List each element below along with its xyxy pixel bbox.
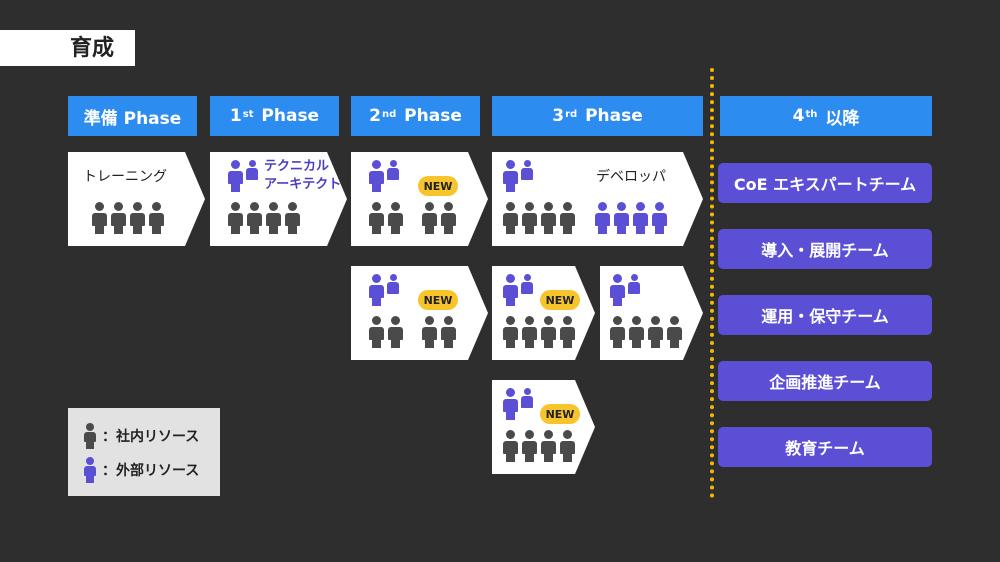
external-person-icon bbox=[369, 274, 384, 306]
new-badge: NEW bbox=[540, 404, 580, 424]
team-education: 教育チーム bbox=[718, 427, 932, 467]
external-person-icon bbox=[387, 160, 399, 180]
phase-header-prep: 準備 Phase bbox=[68, 96, 197, 136]
external-person-icon bbox=[521, 388, 533, 408]
phase-3-suffix: rd bbox=[565, 108, 578, 120]
phase-2-number: 2 bbox=[369, 106, 381, 126]
card-phase2-row1: NEW bbox=[351, 152, 488, 246]
external-person-icon bbox=[387, 274, 399, 294]
legend-external: ：外部リソース bbox=[84, 456, 199, 484]
legend: ：社内リソース ：外部リソース bbox=[68, 408, 220, 496]
internal-person-icon bbox=[522, 430, 537, 462]
phase-header-prep-label: 準備 Phase bbox=[83, 108, 182, 129]
external-person-icon bbox=[521, 160, 533, 180]
external-person-icon bbox=[628, 274, 640, 294]
internal-person-icon bbox=[92, 202, 107, 234]
internal-person-icon bbox=[247, 202, 262, 234]
phase-2-suffix: nd bbox=[381, 108, 397, 120]
internal-person-icon bbox=[667, 316, 682, 348]
phase-4-number: 4 bbox=[792, 106, 805, 126]
card-developer: デベロッパ bbox=[492, 152, 703, 246]
external-person-icon bbox=[614, 202, 629, 234]
internal-person-icon bbox=[522, 202, 537, 234]
new-badge: NEW bbox=[540, 290, 580, 310]
training-label: トレーニング bbox=[83, 169, 167, 185]
external-person-icon bbox=[246, 160, 258, 180]
internal-person-icon bbox=[560, 430, 575, 462]
legend-internal: ：社内リソース bbox=[84, 422, 199, 450]
internal-person-icon bbox=[441, 202, 456, 234]
internal-person-icon bbox=[541, 430, 556, 462]
legend-internal-label: ：社内リソース bbox=[102, 429, 200, 445]
new-badge: NEW bbox=[418, 290, 458, 310]
phase-2-label: Phase bbox=[404, 106, 462, 126]
internal-person-icon bbox=[228, 202, 243, 234]
page-title: 育成 bbox=[70, 36, 115, 61]
phase-4-suffix: th bbox=[805, 108, 818, 120]
phase-3-label: Phase bbox=[585, 106, 643, 126]
card-technical-architect: テクニカル アーキテクト bbox=[210, 152, 347, 246]
internal-person-icon bbox=[369, 202, 384, 234]
external-person-icon bbox=[503, 274, 518, 306]
external-person-icon bbox=[369, 160, 384, 192]
external-person-icon bbox=[503, 160, 518, 192]
internal-person-icon bbox=[149, 202, 164, 234]
internal-person-icon bbox=[285, 202, 300, 234]
card-phase3-row2-right bbox=[600, 266, 703, 360]
internal-person-icon bbox=[560, 202, 575, 234]
internal-person-icon bbox=[610, 316, 625, 348]
internal-person-icon bbox=[503, 202, 518, 234]
technical-architect-label-line2: アーキテクト bbox=[264, 177, 342, 192]
internal-person-icon bbox=[130, 202, 145, 234]
internal-person-icon bbox=[441, 316, 456, 348]
internal-person-icon bbox=[503, 430, 518, 462]
phase-1-label: Phase bbox=[261, 106, 320, 126]
phase-divider bbox=[710, 68, 714, 498]
internal-person-icon bbox=[422, 202, 437, 234]
card-phase3-row2-left: NEW bbox=[492, 266, 595, 360]
developer-label: デベロッパ bbox=[596, 169, 666, 185]
new-badge: NEW bbox=[418, 176, 458, 196]
internal-person-icon bbox=[560, 316, 575, 348]
internal-person-icon bbox=[648, 316, 663, 348]
phase-1-number: 1 bbox=[229, 106, 242, 126]
phase-4-label: 以降 bbox=[825, 108, 860, 129]
team-operations: 運用・保守チーム bbox=[718, 295, 932, 335]
internal-person-icon bbox=[111, 202, 126, 234]
external-person-icon bbox=[610, 274, 625, 306]
team-planning: 企画推進チーム bbox=[718, 361, 932, 401]
internal-person-icon bbox=[503, 316, 518, 348]
internal-person-icon bbox=[84, 423, 96, 449]
team-coe-expert: CoE エキスパートチーム bbox=[718, 163, 932, 203]
external-person-icon bbox=[595, 202, 610, 234]
phase-3-number: 3 bbox=[552, 106, 565, 126]
phase-1-suffix: st bbox=[242, 108, 254, 120]
technical-architect-label-line1: テクニカル bbox=[264, 159, 330, 174]
title-background bbox=[0, 30, 135, 66]
external-person-icon bbox=[521, 274, 533, 294]
internal-person-icon bbox=[388, 316, 403, 348]
card-phase2-row2: NEW bbox=[351, 266, 488, 360]
external-person-icon bbox=[503, 388, 518, 420]
external-person-icon bbox=[84, 457, 96, 483]
card-phase3-row3: NEW bbox=[492, 380, 595, 474]
external-person-icon bbox=[633, 202, 648, 234]
team-deployment: 導入・展開チーム bbox=[718, 229, 932, 269]
internal-person-icon bbox=[266, 202, 281, 234]
card-training: トレーニング bbox=[68, 152, 205, 246]
internal-person-icon bbox=[388, 202, 403, 234]
internal-person-icon bbox=[541, 202, 556, 234]
legend-external-label: ：外部リソース bbox=[102, 463, 200, 479]
internal-person-icon bbox=[369, 316, 384, 348]
internal-person-icon bbox=[522, 316, 537, 348]
internal-person-icon bbox=[541, 316, 556, 348]
external-person-icon bbox=[228, 160, 243, 192]
external-person-icon bbox=[652, 202, 667, 234]
internal-person-icon bbox=[422, 316, 437, 348]
internal-person-icon bbox=[629, 316, 644, 348]
